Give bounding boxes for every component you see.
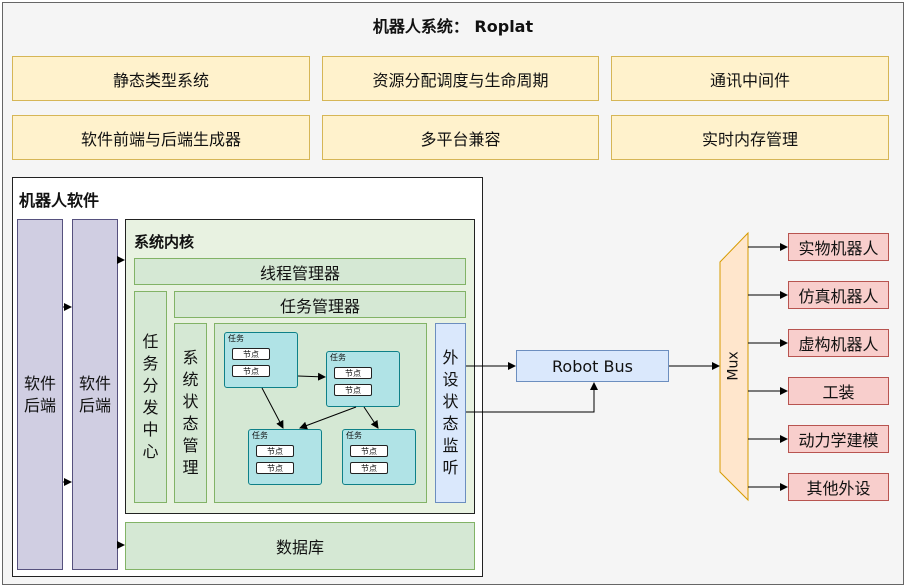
- feature-realtime-memory: 实时内存管理: [611, 115, 889, 160]
- mux-label: Mux: [726, 351, 742, 381]
- node-block: 节点: [350, 445, 388, 457]
- mux-shape: [719, 231, 749, 502]
- task-block: 任务 节点 节点: [326, 351, 400, 407]
- output-other-peripherals: 其他外设: [788, 473, 889, 501]
- feature-resource-scheduling: 资源分配调度与生命周期: [322, 56, 599, 101]
- task-block: 任务 节点 节点: [342, 429, 416, 485]
- node-block: 节点: [256, 462, 294, 474]
- task-block: 任务 节点 节点: [224, 332, 298, 388]
- output-simulated-robot: 仿真机器人: [788, 281, 889, 309]
- robot-software-label: 机器人软件: [19, 191, 100, 210]
- feature-comm-middleware: 通讯中间件: [611, 56, 889, 101]
- system-title: 机器人系统： Roplat: [372, 17, 534, 36]
- system-state-manager: 系统状态管理: [174, 323, 207, 503]
- output-virtual-robot: 虚构机器人: [788, 329, 889, 357]
- output-fixture: 工装: [788, 377, 889, 405]
- output-physical-robot: 实物机器人: [788, 233, 889, 261]
- node-block: 节点: [256, 445, 294, 457]
- task-manager: 任务管理器: [174, 291, 466, 318]
- output-dynamics-modeling: 动力学建模: [788, 425, 889, 453]
- software-backend-2: 软件后端: [72, 219, 118, 570]
- feature-frontend-backend-generator: 软件前端与后端生成器: [12, 115, 310, 160]
- node-block: 节点: [334, 384, 372, 396]
- database: 数据库: [125, 522, 475, 570]
- node-block: 节点: [350, 462, 388, 474]
- system-kernel-label: 系统内核: [134, 233, 195, 251]
- feature-multi-platform: 多平台兼容: [322, 115, 599, 160]
- thread-manager: 线程管理器: [134, 258, 466, 285]
- software-backend-1: 软件后端: [17, 219, 63, 570]
- task-block: 任务 节点 节点: [248, 429, 322, 485]
- robot-bus: Robot Bus: [516, 350, 669, 382]
- node-block: 节点: [232, 348, 270, 360]
- node-block: 节点: [334, 367, 372, 379]
- mux-block: Mux: [712, 351, 756, 381]
- task-dispatch-center: 任务分发中心: [134, 291, 167, 503]
- feature-static-type-system: 静态类型系统: [12, 56, 310, 101]
- peripheral-state-monitor: 外设状态监听: [435, 323, 466, 503]
- node-block: 节点: [232, 365, 270, 377]
